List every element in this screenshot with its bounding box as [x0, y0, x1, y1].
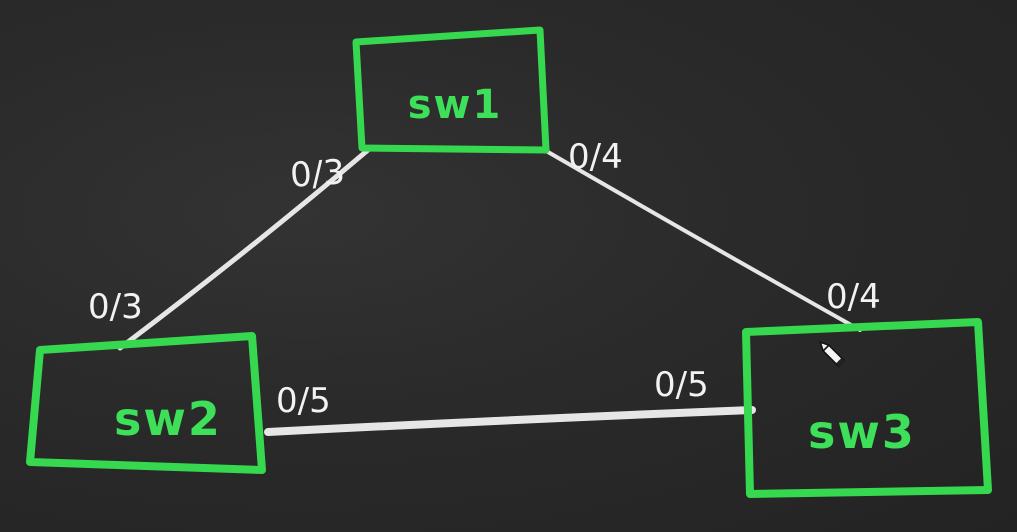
port-label-sw2-to-sw1: 0/3	[88, 287, 143, 327]
port-label-sw1-to-sw2: 0/3	[289, 152, 346, 196]
port-label-sw3-to-sw2: 0/5	[654, 365, 709, 405]
port-label-sw3-to-sw1: 0/4	[826, 277, 881, 317]
pencil-cursor-icon	[819, 341, 846, 368]
link-sw1-sw2	[117, 147, 371, 351]
switch-sw3-label: sw3	[808, 405, 916, 459]
port-label-sw1-to-sw3: 0/4	[568, 137, 623, 177]
switch-sw2: sw2	[26, 332, 266, 474]
port-label-sw2-to-sw3: 0/5	[276, 381, 331, 421]
switch-sw1: sw1	[352, 26, 550, 154]
switch-sw1-label: sw1	[408, 82, 503, 128]
link-sw2-sw3	[264, 406, 756, 436]
link-sw1-sw3	[546, 150, 862, 332]
switch-sw3: sw3	[742, 318, 992, 498]
switch-sw2-label: sw2	[114, 392, 222, 446]
